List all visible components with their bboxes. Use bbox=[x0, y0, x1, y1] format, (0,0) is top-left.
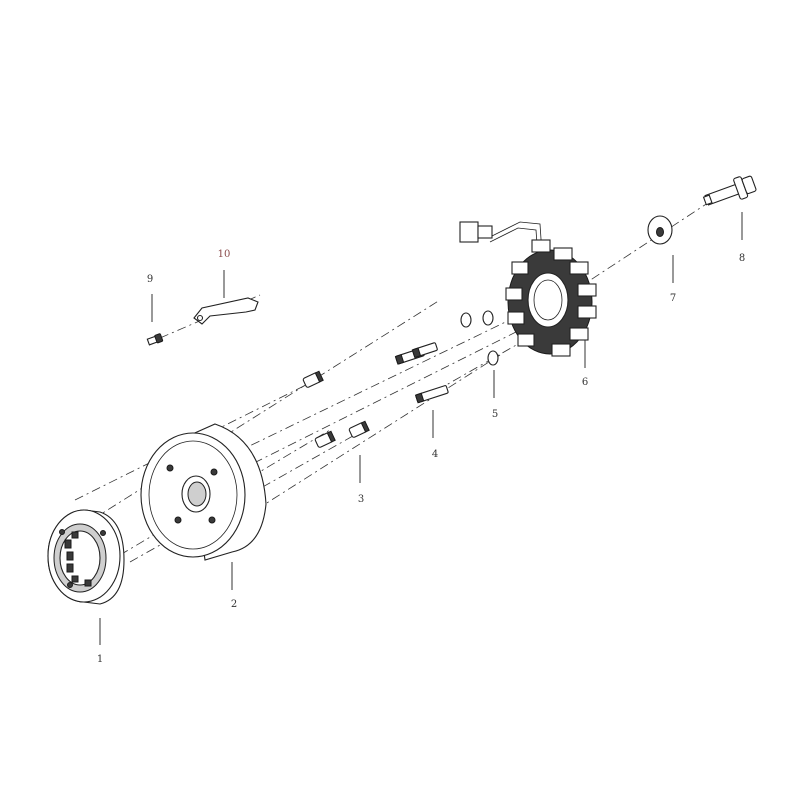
callout-7: 7 bbox=[670, 293, 676, 304]
part-10-sensor-bracket bbox=[193, 297, 259, 325]
part-3-bolts bbox=[302, 370, 370, 448]
callout-5: 5 bbox=[492, 409, 498, 420]
part-4-long-bolts bbox=[394, 342, 449, 404]
part-2-flywheel-rotor bbox=[140, 423, 267, 561]
callout-9: 9 bbox=[147, 274, 153, 285]
callout-labels: 1 2 3 4 5 6 7 8 9 10 bbox=[97, 249, 745, 665]
part-7-spacer-washer bbox=[647, 215, 673, 245]
clutch-rollers bbox=[64, 531, 92, 587]
callout-3: 3 bbox=[358, 494, 364, 505]
callout-10: 10 bbox=[218, 249, 231, 260]
leader-lines bbox=[99, 212, 743, 645]
callout-4: 4 bbox=[432, 449, 438, 460]
callout-6: 6 bbox=[582, 377, 588, 388]
stator-poles bbox=[505, 239, 597, 357]
part-1-one-way-clutch bbox=[47, 509, 125, 605]
callout-2: 2 bbox=[231, 599, 237, 610]
part-8-flange-bolt bbox=[702, 175, 757, 206]
callout-8: 8 bbox=[739, 253, 745, 264]
callout-1: 1 bbox=[97, 654, 103, 665]
part-9-small-screw bbox=[146, 333, 164, 346]
part-6-stator bbox=[459, 221, 597, 357]
part-5-washers bbox=[460, 310, 499, 366]
